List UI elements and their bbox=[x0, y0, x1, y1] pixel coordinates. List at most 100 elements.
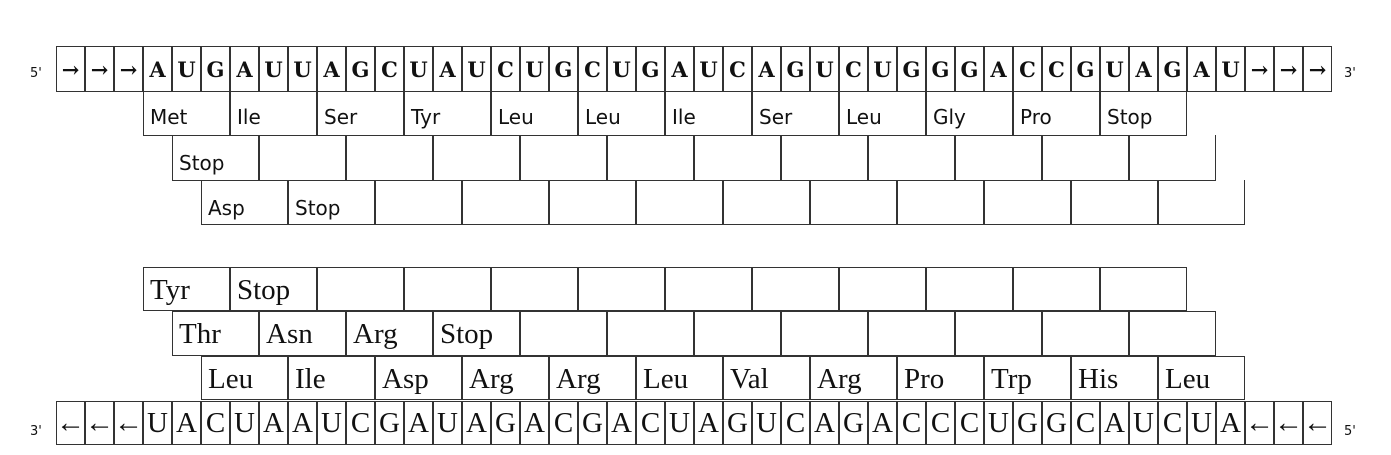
codon-cell bbox=[897, 180, 984, 225]
nucleotide: A bbox=[752, 46, 781, 92]
nucleotide: C bbox=[926, 401, 955, 445]
codon-cell bbox=[1100, 267, 1187, 311]
codon-cell: Pro bbox=[1013, 91, 1100, 136]
codon-cell: Ile bbox=[665, 91, 752, 136]
codon-cell: Ser bbox=[317, 91, 404, 136]
codon-cell: Ser bbox=[752, 91, 839, 136]
nucleotide: U bbox=[752, 401, 781, 445]
codon-cell: Arg bbox=[346, 311, 433, 356]
nucleotide: A bbox=[984, 46, 1013, 92]
nucleotide: A bbox=[810, 401, 839, 445]
bottom-strand-arrow-right: ← bbox=[1245, 401, 1274, 445]
nucleotide: C bbox=[1042, 46, 1071, 92]
nucleotide: A bbox=[172, 401, 201, 445]
codon-cell bbox=[781, 135, 868, 181]
nucleotide: U bbox=[462, 46, 491, 92]
top-strand-arrow-right: → bbox=[1274, 46, 1303, 92]
nucleotide: G bbox=[723, 401, 752, 445]
nucleotide: G bbox=[839, 401, 868, 445]
codon-cell bbox=[433, 135, 520, 181]
codon-cell bbox=[868, 311, 955, 356]
codon-cell bbox=[926, 267, 1013, 311]
codon-cell bbox=[984, 180, 1071, 225]
nucleotide: U bbox=[143, 401, 172, 445]
nucleotide: G bbox=[955, 46, 984, 92]
nucleotide: A bbox=[868, 401, 897, 445]
top-strand-arrow-right: → bbox=[1245, 46, 1274, 92]
nucleotide: C bbox=[578, 46, 607, 92]
codon-cell bbox=[607, 135, 694, 181]
codon-cell: Leu bbox=[491, 91, 578, 136]
codon-cell: Trp bbox=[984, 356, 1071, 400]
codon-cell: Thr bbox=[172, 311, 259, 356]
nucleotide: U bbox=[694, 46, 723, 92]
nucleotide: U bbox=[1216, 46, 1245, 92]
top-strand-5prime-label: 5' bbox=[30, 66, 42, 81]
nucleotide: A bbox=[1216, 401, 1245, 445]
codon-cell: Arg bbox=[462, 356, 549, 400]
codon-cell bbox=[955, 135, 1042, 181]
nucleotide: U bbox=[317, 401, 346, 445]
codon-cell: Met bbox=[143, 91, 230, 136]
codon-cell: Leu bbox=[578, 91, 665, 136]
nucleotide: C bbox=[346, 401, 375, 445]
codon-cell bbox=[1071, 180, 1158, 225]
top-strand-3prime-label: 3' bbox=[1344, 66, 1356, 81]
codon-cell: Arg bbox=[549, 356, 636, 400]
top-strand-arrow-left: → bbox=[85, 46, 114, 92]
nucleotide: G bbox=[1158, 46, 1187, 92]
codon-cell: Pro bbox=[897, 356, 984, 400]
nucleotide: G bbox=[375, 401, 404, 445]
bottom-strand-5prime-label: 5' bbox=[1344, 424, 1356, 439]
nucleotide: A bbox=[259, 401, 288, 445]
nucleotide: C bbox=[1158, 401, 1187, 445]
nucleotide: G bbox=[1042, 401, 1071, 445]
codon-cell bbox=[1042, 135, 1129, 181]
codon-cell: Leu bbox=[201, 356, 288, 400]
nucleotide: U bbox=[984, 401, 1013, 445]
nucleotide: G bbox=[897, 46, 926, 92]
nucleotide: G bbox=[636, 46, 665, 92]
codon-cell bbox=[462, 180, 549, 225]
codon-cell: Leu bbox=[1158, 356, 1245, 400]
top-strand-arrow-left: → bbox=[114, 46, 143, 92]
bottom-strand-arrow-right: ← bbox=[1303, 401, 1332, 445]
nucleotide: G bbox=[926, 46, 955, 92]
codon-cell: Stop bbox=[1100, 91, 1187, 136]
codon-cell bbox=[549, 180, 636, 225]
codon-cell: Stop bbox=[230, 267, 317, 311]
codon-cell: Asp bbox=[375, 356, 462, 400]
codon-cell: Tyr bbox=[143, 267, 230, 311]
nucleotide: U bbox=[230, 401, 259, 445]
codon-cell bbox=[723, 180, 810, 225]
codon-cell bbox=[607, 311, 694, 356]
nucleotide: U bbox=[868, 46, 897, 92]
codon-cell bbox=[578, 267, 665, 311]
nucleotide: G bbox=[1013, 401, 1042, 445]
nucleotide: A bbox=[1100, 401, 1129, 445]
nucleotide: C bbox=[723, 46, 752, 92]
codon-cell bbox=[520, 311, 607, 356]
bottom-strand-arrow-left: ← bbox=[85, 401, 114, 445]
nucleotide: A bbox=[607, 401, 636, 445]
nucleotide: G bbox=[346, 46, 375, 92]
nucleotide: A bbox=[230, 46, 259, 92]
nucleotide: A bbox=[143, 46, 172, 92]
codon-cell: Stop bbox=[288, 180, 375, 225]
codon-cell: Arg bbox=[810, 356, 897, 400]
nucleotide: U bbox=[607, 46, 636, 92]
nucleotide: G bbox=[201, 46, 230, 92]
top-strand-arrow-left: → bbox=[56, 46, 85, 92]
codon-cell bbox=[1013, 267, 1100, 311]
codon-cell bbox=[839, 267, 926, 311]
nucleotide: A bbox=[462, 401, 491, 445]
nucleotide: G bbox=[1071, 46, 1100, 92]
nucleotide: A bbox=[1187, 46, 1216, 92]
codon-cell: Tyr bbox=[404, 91, 491, 136]
codon-cell bbox=[955, 311, 1042, 356]
nucleotide: U bbox=[1187, 401, 1216, 445]
codon-cell: Val bbox=[723, 356, 810, 400]
bottom-strand-3prime-label: 3' bbox=[30, 424, 42, 439]
nucleotide: A bbox=[288, 401, 317, 445]
nucleotide: G bbox=[549, 46, 578, 92]
